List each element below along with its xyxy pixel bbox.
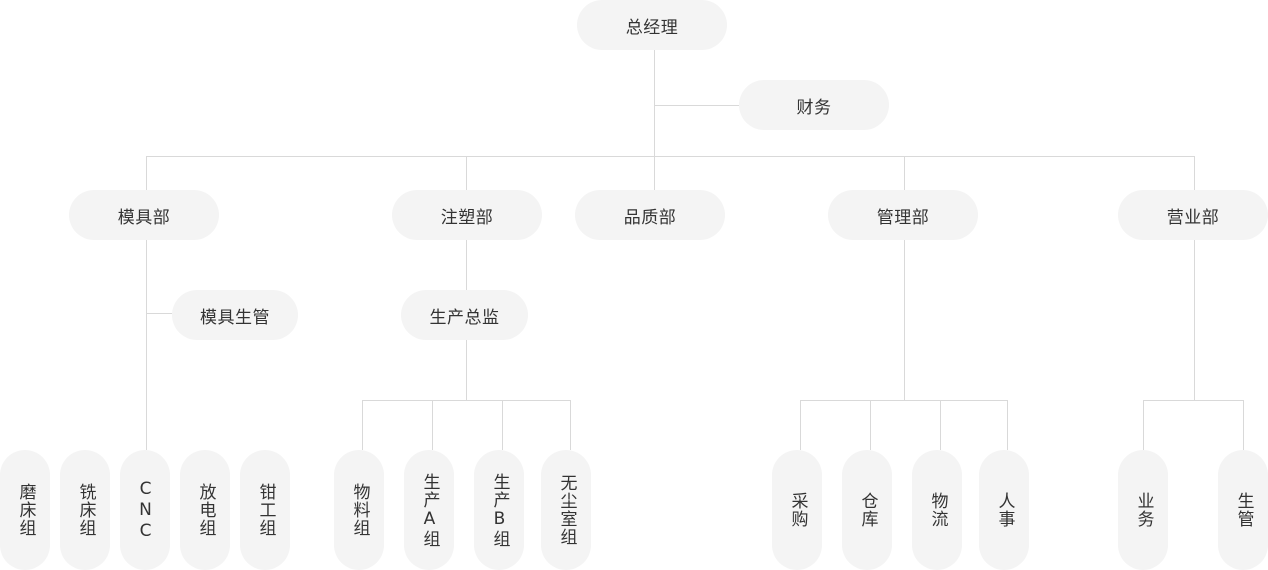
node-production-director[interactable]: 生产总监	[401, 290, 528, 340]
node-mold-dept[interactable]: 模具部	[69, 190, 219, 240]
node-ceo[interactable]: 总经理	[577, 0, 727, 50]
node-label: 生产B组	[489, 472, 510, 548]
node-fitter-group[interactable]: 钳工组	[240, 450, 290, 570]
node-label: 生产A组	[419, 472, 440, 548]
node-production-mgmt[interactable]: 生管	[1218, 450, 1268, 570]
node-label: 采购	[787, 492, 808, 528]
node-label: 磨床组	[15, 483, 36, 537]
node-label: 模具部	[117, 207, 171, 228]
node-label: 铣床组	[75, 483, 96, 537]
node-purchasing[interactable]: 采购	[772, 450, 822, 570]
node-milling-group[interactable]: 铣床组	[60, 450, 110, 570]
node-label: 物流	[927, 492, 948, 528]
node-label: 营业部	[1166, 207, 1220, 228]
node-finance[interactable]: 财务	[739, 80, 889, 130]
node-logistics[interactable]: 物流	[912, 450, 962, 570]
node-label: 业务	[1133, 492, 1154, 528]
node-label: CNC	[135, 478, 156, 542]
node-label: 财务	[796, 97, 832, 118]
node-edm-group[interactable]: 放电组	[180, 450, 230, 570]
node-label: 管理部	[876, 207, 930, 228]
node-label: 放电组	[195, 483, 216, 537]
node-cnc-group[interactable]: CNC	[120, 450, 170, 570]
node-label: 物料组	[349, 483, 370, 537]
node-injection-dept[interactable]: 注塑部	[392, 190, 542, 240]
node-cleanroom-group[interactable]: 无尘室组	[541, 450, 591, 570]
node-label: 钳工组	[255, 483, 276, 537]
node-label: 生管	[1233, 492, 1254, 528]
node-prod-a-group[interactable]: 生产A组	[404, 450, 454, 570]
node-grinding-group[interactable]: 磨床组	[0, 450, 50, 570]
node-business[interactable]: 业务	[1118, 450, 1168, 570]
node-label: 品质部	[623, 207, 677, 228]
node-mold-pc[interactable]: 模具生管	[172, 290, 298, 340]
node-label: 模具生管	[200, 307, 270, 328]
node-management-dept[interactable]: 管理部	[828, 190, 978, 240]
node-hr[interactable]: 人事	[979, 450, 1029, 570]
node-label: 仓库	[857, 492, 878, 528]
node-quality-dept[interactable]: 品质部	[575, 190, 725, 240]
node-label: 生产总监	[429, 307, 500, 328]
node-sales-dept[interactable]: 营业部	[1118, 190, 1268, 240]
node-material-group[interactable]: 物料组	[334, 450, 384, 570]
node-warehouse[interactable]: 仓库	[842, 450, 892, 570]
node-label: 人事	[994, 492, 1015, 528]
node-label: 注塑部	[440, 207, 494, 228]
node-prod-b-group[interactable]: 生产B组	[474, 450, 524, 570]
node-label: 无尘室组	[556, 474, 577, 546]
node-label: 总经理	[625, 17, 679, 38]
